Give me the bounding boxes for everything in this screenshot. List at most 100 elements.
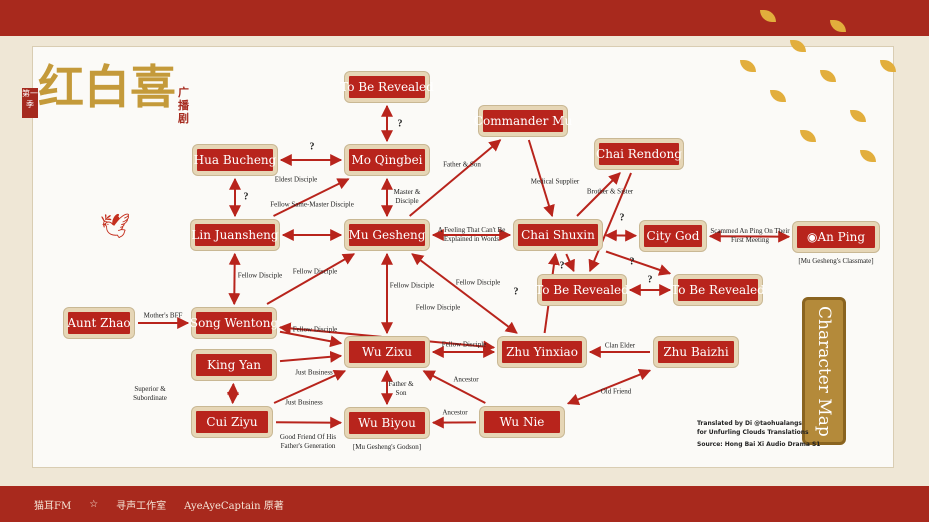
edge-label: Father & Son [388,380,414,397]
logo-subtitle: 广播剧 [178,86,189,125]
arrow-song-mu [266,253,356,305]
title-text: Character Map [814,305,834,437]
edge-label: Fellow Disciple [389,281,435,290]
edge-label: ? [513,286,519,298]
edge-label: Good Friend Of His Father's Generation [279,433,337,450]
footer-logo-author: AyeAyeCaptain 原著 [184,500,284,512]
edge-label: Fellow Disciple [292,267,338,276]
character-name: Chai Rendong [596,147,682,161]
edge-label: Fellow Disciple [455,278,501,287]
edge-label: ? [559,260,565,272]
character-node-tbr3[interactable]: To Be Revealed [671,275,765,305]
edge-label: A Feeling That Can't Be Explained in Wor… [437,226,506,243]
character-node-cui[interactable]: Cui Ziyu [192,407,272,437]
character-name: King Yan [207,358,261,372]
character-name: To Be Revealed [340,80,434,94]
edge-label: Mother's BFF [143,311,183,320]
edge-label: Ancestor [442,408,468,417]
character-node-citygod[interactable]: City God [640,221,706,251]
edge-label: Clan Elder [604,341,636,350]
ginkgo-leaf [860,150,876,162]
arrow-shuxin-rendong [576,172,621,217]
edge-label: Father & Son [443,160,481,169]
character-node-biyou[interactable]: Wu Biyou [345,408,429,438]
character-name: Zhu Yinxiao [506,345,578,359]
character-node-yinxiao[interactable]: Zhu Yinxiao [498,337,586,367]
edge-label: Fellow Disciple [237,271,283,280]
character-name: Cui Ziyu [206,415,258,429]
character-node-hua[interactable]: Hua Bucheng [193,145,277,175]
character-node-zixu[interactable]: Wu Zixu [345,337,429,367]
character-name: Wu Zixu [361,345,413,359]
character-node-zhao[interactable]: Aunt Zhao [64,308,134,338]
arrow-wunie-baizhi [566,368,652,406]
ginkgo-leaf [800,130,816,142]
edge-label: ? [619,212,625,224]
character-node-anping[interactable]: ◉ An Ping [793,222,879,252]
star-logo-icon: ☆ [89,498,99,510]
edge-label: ? [309,141,315,153]
avatar-icon: ◉ [806,230,818,244]
character-node-rendong[interactable]: Chai Rendong [595,139,683,169]
arrow-mu-yinxiao [411,253,518,334]
ginkgo-leaf [760,10,776,22]
character-name: Wu Nie [499,415,545,429]
ginkgo-leaves-decoration [700,0,929,200]
arrow-kingyan-cui [226,382,240,405]
arrow-mu-commander [409,139,502,217]
credits: Translated by Di @taohualangs for Unfurl… [697,419,820,449]
character-node-commander[interactable]: Commander Mu [474,106,572,136]
arrow-lin-mo [273,178,350,217]
ginkgo-leaf [820,70,836,82]
edge-label: Fellow Same-Master Disciple [270,200,354,209]
arrow-rendong-tbr2 [588,172,632,273]
edge-label: Just Business [285,398,323,407]
edge-label: Fellow Disciple [292,325,338,334]
edge-label: Fellow Disciple [415,303,461,312]
character-node-lin[interactable]: Lin Juansheng [191,220,279,250]
character-node-mo[interactable]: Mo Qingbei [345,145,429,175]
ginkgo-leaf [850,110,866,122]
character-name: To Be Revealed [671,283,765,297]
edge-label: Scammed An Ping On Their First Meeting [710,227,790,244]
character-name: Zhu Baizhi [663,345,729,359]
character-name: Mu Gesheng [348,228,426,242]
character-name: Commander Mu [473,114,573,128]
character-name: City God [646,229,700,243]
arrow-commander-shuxin [527,139,555,218]
footer-logos: 猫耳FM ☆ 寻声工作室 AyeAyeCaptain 原著 [0,486,929,522]
character-note: [Mu Gesheng's Godson] [352,443,422,451]
character-name: Chai Shuxin [521,228,595,242]
character-name: Song Wentong [189,316,279,330]
ginkgo-leaf [770,90,786,102]
ginkgo-leaf [740,60,756,72]
character-node-song[interactable]: Song Wentong [189,308,279,338]
edge-label: Eldest Disciple [274,175,318,184]
character-node-mu[interactable]: Mu Gesheng [345,220,429,250]
edge-label: Just Business [295,368,333,377]
character-node-tbr2[interactable]: To Be Revealed [535,275,629,305]
character-node-kingyan[interactable]: King Yan [192,350,276,380]
character-name: Aunt Zhao [67,316,131,330]
character-node-shuxin[interactable]: Chai Shuxin [514,220,602,250]
arrow-shuxin-tbr3 [605,250,672,276]
logo-title: 红白喜 [38,60,176,114]
edge-label: Superior & Subordinate [133,385,167,402]
edge-label: ? [647,274,653,286]
character-node-tbr1[interactable]: To Be Revealed [340,72,434,102]
ginkgo-leaf [880,60,896,72]
arrow-song-zixu [279,330,343,348]
season-seal: 第一季 [22,88,38,118]
character-node-baizhi[interactable]: Zhu Baizhi [654,337,738,367]
character-name: An Ping [817,230,865,244]
credit-source: Source: Hong Bai Xi Audio Drama S1 [697,441,821,448]
character-node-wunie[interactable]: Wu Nie [480,407,564,437]
edge-label: Fellow Disciple [441,340,487,349]
edge-label: Brother & Sister [586,187,634,196]
edge-label: ? [397,118,403,130]
edge-label: Old Friend [600,387,632,396]
edge-label: Master & Disciple [393,188,421,205]
ginkgo-leaf [790,40,806,52]
edge-label: ? [629,256,635,268]
footer-logo-maoer: 猫耳FM [34,500,72,512]
